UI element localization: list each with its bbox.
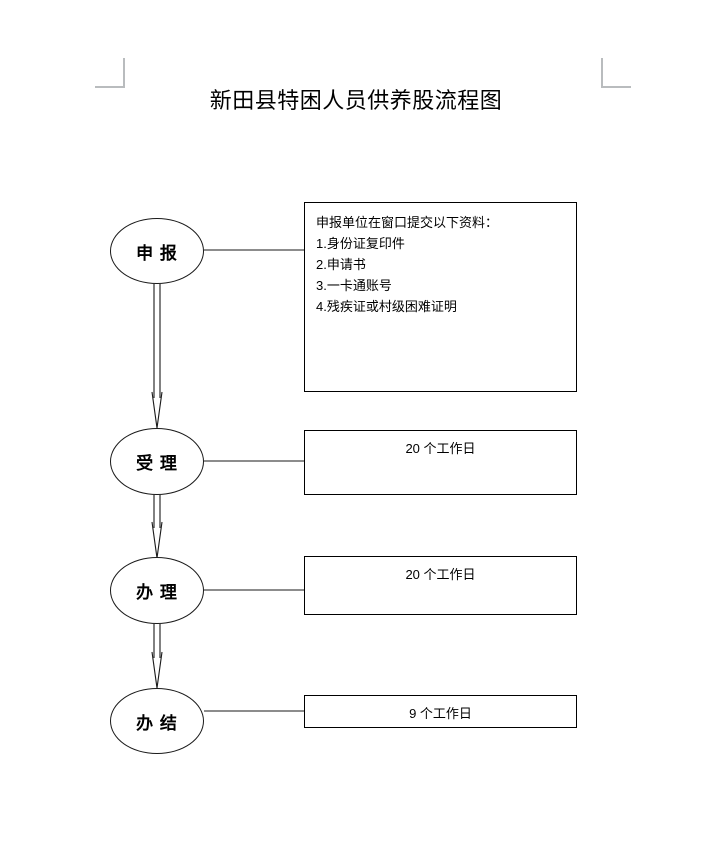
- box-process-duration[interactable]: 20 个工作日: [304, 556, 577, 615]
- node-process-label: 办 理: [136, 583, 178, 602]
- complete-duration-text: 9 个工作日: [409, 706, 472, 721]
- materials-heading: 申报单位在窗口提交以下资料：: [316, 215, 499, 230]
- node-accept[interactable]: 受 理: [110, 428, 204, 495]
- materials-item-1: 1.身份证复印件: [316, 236, 405, 251]
- box-complete-duration[interactable]: 9 个工作日: [304, 695, 577, 728]
- process-duration-text: 20 个工作日: [405, 567, 476, 582]
- margin-corner-mark-top-left: [95, 58, 125, 88]
- margin-corner-mark-top-right: [601, 58, 631, 88]
- node-apply-label: 申 报: [136, 243, 178, 263]
- page-title: 新田县特困人员供养股流程图: [209, 88, 503, 113]
- materials-item-4: 4.残疾证或村级困难证明: [316, 299, 457, 314]
- node-complete-label: 办 结: [136, 713, 178, 733]
- materials-item-3: 3.一卡通账号: [316, 278, 392, 293]
- node-process[interactable]: 办 理: [110, 557, 204, 624]
- node-accept-label: 受 理: [136, 454, 178, 473]
- arrow-apply-to-accept: [151, 284, 163, 429]
- materials-item-2: 2.申请书: [316, 257, 366, 272]
- box-accept-duration[interactable]: 20 个工作日: [304, 430, 577, 495]
- node-apply[interactable]: 申 报: [110, 218, 204, 284]
- arrow-process-to-complete: [151, 624, 163, 689]
- accept-duration-text: 20 个工作日: [405, 441, 476, 456]
- node-complete[interactable]: 办 结: [110, 688, 204, 754]
- arrow-accept-to-process: [151, 495, 163, 559]
- box-materials[interactable]: 申报单位在窗口提交以下资料： 1.身份证复印件 2.申请书 3.一卡通账号 4.…: [304, 202, 577, 392]
